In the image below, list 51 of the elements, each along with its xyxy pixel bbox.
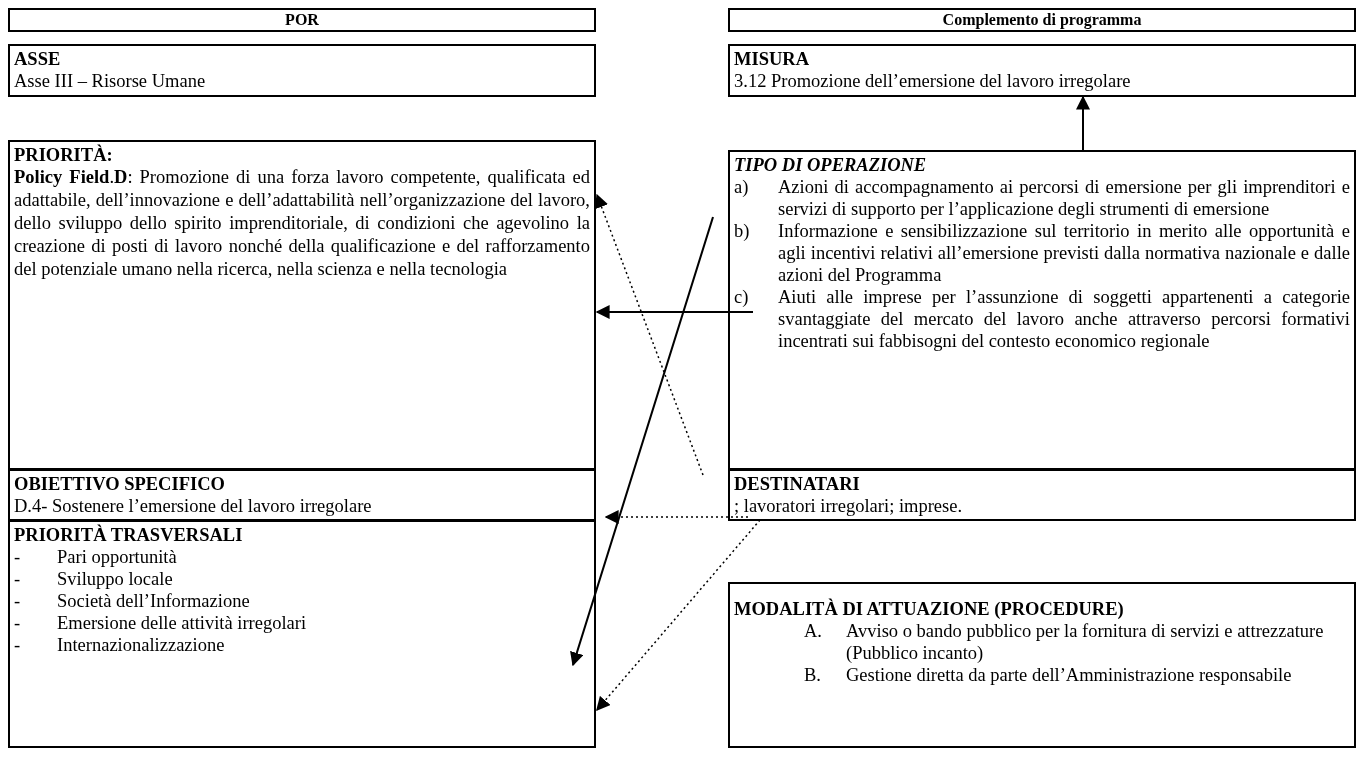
section-box	[8, 44, 596, 97]
list-marker: A.	[804, 620, 822, 642]
list-item: Avviso o bando pubblico per la fornitura di servizi e attrezzature (Pubblico incanto)	[846, 620, 1325, 664]
arrow	[604, 510, 749, 524]
section-heading: TIPO DI OPERAZIONE	[734, 154, 928, 176]
section-heading: MODALITÀ DI ATTUAZIONE (PROCEDURE)	[734, 598, 1125, 620]
list-item: Internazionalizzazione	[57, 634, 226, 656]
list-item: Informazione e sensibilizzazione sul territorio in merito alle opportunità e agli incentivi relativi all’emersione previsti dalla normativa nazionale e dalle azioni del Programma	[778, 220, 1350, 286]
list-item: Sviluppo locale	[57, 568, 174, 590]
list-marker: a)	[734, 176, 749, 198]
section-text: ; lavoratori irregolari; imprese.	[734, 495, 964, 518]
section-box	[728, 150, 1356, 470]
list-marker: -	[14, 612, 21, 634]
section-heading: MISURA	[734, 48, 811, 70]
list-item: Pari opportunità	[57, 546, 178, 568]
list-marker: -	[14, 634, 21, 656]
list-marker: B.	[804, 664, 821, 686]
arrow	[595, 305, 754, 319]
list-item: Aiuti alle imprese per l’assunzione di soggetti appartenenti a categorie svantaggiate del mercato del lavoro anche attraverso percorsi formativi incentrati sui fabbisogni del contesto economico regionale	[778, 286, 1350, 352]
list-item: Gestione diretta da parte dell’Amministrazione responsabile	[846, 664, 1293, 686]
arrow	[1076, 95, 1090, 151]
section-box	[8, 140, 596, 470]
section-text: Asse III – Risorse Umane	[14, 70, 207, 93]
section-box	[8, 520, 596, 748]
list-marker: -	[14, 568, 21, 590]
header-box	[728, 8, 1356, 32]
section-text: Policy Field.D: Promozione di una forza lavoro competente, qualificata ed adattabile, dell’innovazione e dell’adattabilità nell’organizzazione del lavoro, dello sviluppo dello spirito imprenditoriale, di condizioni che agevolino la creazione di posti di lavoro nonché della qualificazione e del rafforzamento del potenziale umano nella ricerca, nella scienza e nella tecnologia	[14, 166, 590, 281]
column-heading: POR	[285, 10, 319, 30]
section-box	[728, 469, 1356, 521]
list-marker: -	[14, 546, 21, 568]
section-box	[728, 582, 1356, 748]
section-heading: ASSE	[14, 48, 62, 70]
section-box	[728, 44, 1356, 97]
list-marker: b)	[734, 220, 750, 242]
section-heading: DESTINATARI	[734, 473, 861, 495]
arrow	[594, 193, 704, 476]
list-marker: -	[14, 590, 21, 612]
arrow	[570, 216, 714, 667]
section-heading: OBIETTIVO SPECIFICO	[14, 473, 226, 495]
list-item: Azioni di accompagnamento ai percorsi di emersione per gli imprenditori e servizi di supporto per l’applicazione degli strumenti di emersione	[778, 176, 1350, 220]
section-text: D.4- Sostenere l’emersione del lavoro irregolare	[14, 495, 373, 518]
section-text: 3.12 Promozione dell’emersione del lavoro irregolare	[734, 70, 1132, 93]
section-heading: PRIORITÀ:	[14, 144, 114, 166]
column-heading: Complemento di programma	[942, 10, 1142, 30]
list-item: Emersione delle attività irregolari	[57, 612, 308, 634]
arrow	[596, 519, 761, 712]
section-heading: PRIORITÀ TRASVERSALI	[14, 524, 244, 546]
header-box	[8, 8, 596, 32]
section-box	[8, 469, 596, 521]
list-marker: c)	[734, 286, 749, 308]
list-item: Società dell’Informazione	[57, 590, 251, 612]
